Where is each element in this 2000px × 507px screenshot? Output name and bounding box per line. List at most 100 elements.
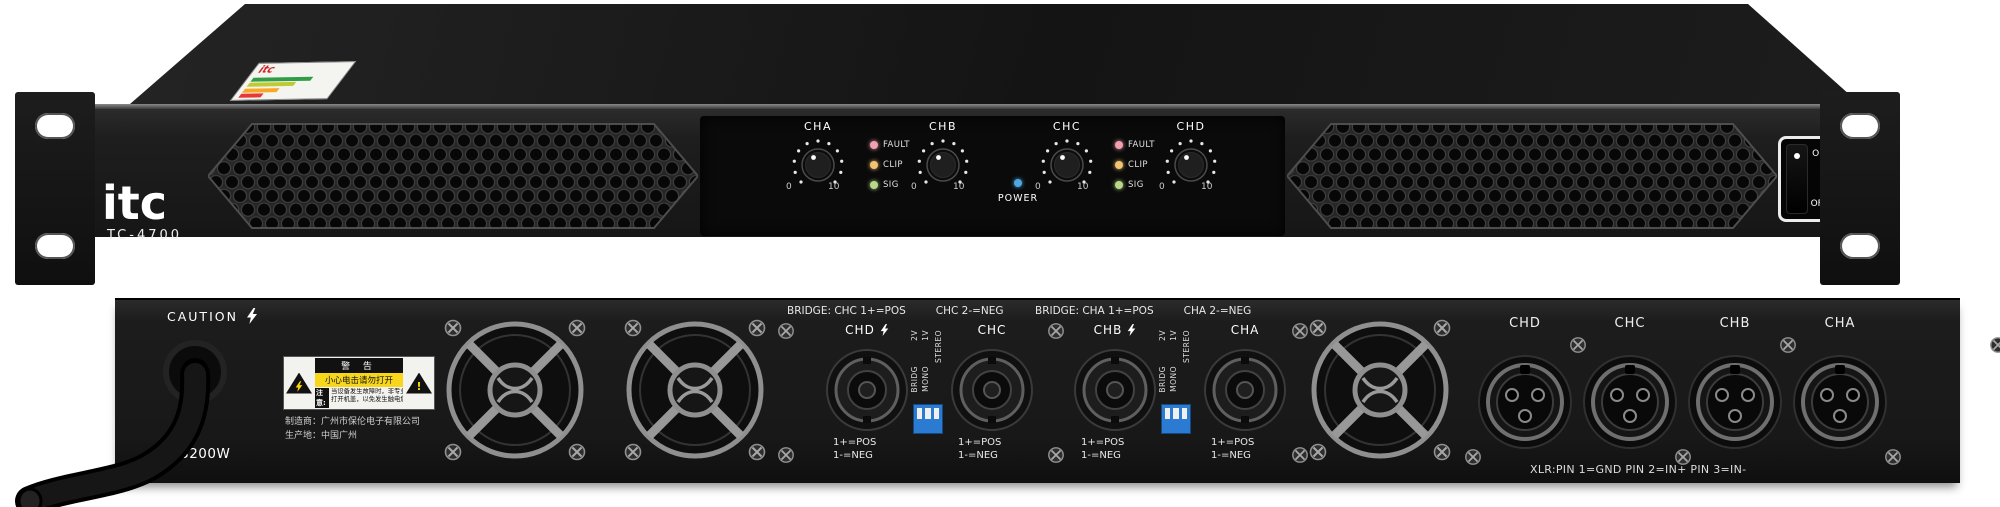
xlr-input-chb[interactable] bbox=[1685, 352, 1785, 452]
dip-label-1v: 1V bbox=[1169, 330, 1178, 341]
bridge-label-right: CHA 2-=NEG bbox=[1183, 305, 1252, 317]
fault-led-label: FAULT bbox=[1128, 140, 1155, 150]
knob-max-label: 10 bbox=[1077, 182, 1089, 192]
screw-icon bbox=[1569, 336, 1587, 354]
sig-led bbox=[1115, 181, 1123, 189]
speakon-output-cha[interactable] bbox=[1203, 348, 1287, 432]
chassis-top: itc bbox=[130, 4, 1860, 104]
dip-switch-group-2: 2V 1V STEREO BRIDG MONO bbox=[1157, 330, 1201, 440]
rack-mount-hole bbox=[35, 113, 75, 139]
polarity-label: 1+=POS 1-=NEG bbox=[958, 437, 1002, 461]
screw-icon bbox=[1291, 446, 1309, 464]
channel-label: CHB bbox=[929, 120, 957, 133]
dip-label-bridge: BRIDG bbox=[1158, 366, 1167, 393]
fault-led-row: FAULT bbox=[870, 135, 932, 155]
manufacturer-text: 制造商：广州市保伦电子有限公司 bbox=[285, 417, 421, 427]
polarity-label: 1+=POS 1-=NEG bbox=[833, 437, 877, 461]
clip-led bbox=[1115, 161, 1123, 169]
xlr-channel-label: CHC bbox=[1614, 316, 1646, 331]
speakon-channel-label-chc: CHC bbox=[977, 323, 1007, 337]
high-voltage-icon bbox=[1127, 324, 1136, 336]
rack-mount-hole bbox=[1840, 113, 1880, 139]
screw-icon bbox=[1047, 446, 1065, 464]
dip-label-stereo: STEREO bbox=[934, 330, 943, 363]
dip-label-stereo: STEREO bbox=[1182, 330, 1191, 363]
cooling-fan bbox=[435, 310, 595, 470]
channel-b-group: CHB 0 10 bbox=[903, 116, 983, 216]
rack-ear-left bbox=[15, 92, 95, 285]
knob-min-label: 0 bbox=[1035, 182, 1041, 192]
brand-logo: itc bbox=[102, 176, 168, 230]
caution-label: CAUTION bbox=[167, 308, 258, 324]
channel-d-group: CHD 0 10 bbox=[1151, 116, 1231, 216]
xlr-input-chc[interactable] bbox=[1580, 352, 1680, 452]
sig-led-row: SIG bbox=[870, 175, 932, 195]
screw-icon bbox=[1291, 322, 1309, 340]
bridge-label-left: BRIDGE: CHA 1+=POS bbox=[1035, 305, 1154, 317]
bridge-label-group-1: BRIDGE: CHC 1+=POS CHC 2-=NEG bbox=[787, 305, 1004, 317]
dip-switch[interactable] bbox=[913, 404, 943, 434]
control-panel: CHA 0 10 CHB 0 10 CHC 0 10 CHD 0 1 bbox=[700, 116, 1285, 236]
dip-label-bridge: BRIDG bbox=[910, 366, 919, 393]
xlr-input-cha[interactable] bbox=[1790, 352, 1890, 452]
speakon-channel-label-chb: CHB bbox=[1075, 323, 1155, 337]
fault-led bbox=[1115, 141, 1123, 149]
high-voltage-triangle-icon bbox=[286, 372, 312, 394]
warning-subtitle: 小心电击请勿打开 bbox=[315, 373, 403, 387]
screw-icon bbox=[1464, 448, 1482, 466]
power-rating-text: 0Hz 3200W bbox=[148, 446, 231, 462]
warning-sticker-body: 警 告 小心电击请勿打开 注意: 当设备发生故障时，非专业人员请勿 打开机盖，以… bbox=[315, 358, 403, 408]
channel-label: CHA bbox=[804, 120, 832, 133]
dip-switch[interactable] bbox=[1161, 404, 1191, 434]
rack-mount-hole bbox=[35, 233, 75, 259]
xlr-channel-label: CHD bbox=[1509, 316, 1541, 331]
fault-led-label: FAULT bbox=[883, 140, 910, 150]
power-label: POWER bbox=[997, 193, 1039, 204]
rack-ear-right bbox=[1820, 92, 1900, 285]
dip-label-1v: 1V bbox=[921, 330, 930, 341]
bridge-label-left: BRIDGE: CHC 1+=POS bbox=[787, 305, 906, 317]
cooling-fan bbox=[615, 310, 775, 470]
warning-sticker: 警 告 小心电击请勿打开 注意: 当设备发生故障时，非专业人员请勿 打开机盖，以… bbox=[283, 356, 435, 410]
cooling-fan bbox=[1300, 310, 1460, 470]
channel-a-group: CHA 0 10 bbox=[778, 116, 858, 216]
bridge-label-group-2: BRIDGE: CHA 1+=POS CHA 2-=NEG bbox=[1035, 305, 1251, 317]
knob-max-label: 10 bbox=[828, 182, 840, 192]
speakon-output-chd[interactable] bbox=[825, 348, 909, 432]
caution-text: CAUTION bbox=[167, 308, 238, 324]
power-indicator: POWER bbox=[986, 172, 1050, 204]
rocker-switch[interactable] bbox=[1786, 144, 1808, 214]
knob-min-label: 0 bbox=[786, 182, 792, 192]
right-vent-grille bbox=[1287, 123, 1777, 229]
warning-note-label: 注意: bbox=[315, 388, 330, 408]
led-column-right: FAULT CLIP SIG bbox=[1115, 135, 1177, 195]
switch-off-label: OFF bbox=[1811, 199, 1828, 209]
xlr-pin-note: XLR:PIN 1=GND PIN 2=IN+ PIN 3=IN- bbox=[1530, 463, 1747, 476]
clip-led-row: CLIP bbox=[870, 155, 932, 175]
rack-mount-hole bbox=[1840, 233, 1880, 259]
channel-c-group: CHC 0 10 bbox=[1027, 116, 1107, 216]
xlr-channel-label: CHB bbox=[1719, 316, 1751, 331]
rear-panel-view: CAUTION 警 告 小心电击请勿打开 注意: 当设备发生故障时，非专业人员请… bbox=[115, 298, 1960, 483]
gain-knob-cha[interactable] bbox=[783, 130, 853, 200]
warning-title: 警 告 bbox=[315, 358, 403, 373]
speakon-output-chc[interactable] bbox=[950, 348, 1034, 432]
screw-icon bbox=[1047, 322, 1065, 340]
channel-label: CHD bbox=[1176, 120, 1206, 133]
clip-led-label: CLIP bbox=[883, 160, 903, 170]
dip-switch-group-1: 2V 1V STEREO BRIDG MONO bbox=[909, 330, 953, 440]
polarity-label: 1+=POS 1-=NEG bbox=[1081, 437, 1125, 461]
energy-label-brand: itc bbox=[255, 64, 278, 76]
knob-min-label: 0 bbox=[911, 182, 917, 192]
fault-led bbox=[870, 141, 878, 149]
switch-on-label: ON bbox=[1812, 149, 1826, 159]
knob-max-label: 10 bbox=[953, 182, 965, 192]
xlr-input-chd[interactable] bbox=[1475, 352, 1575, 452]
warning-note: 注意: 当设备发生故障时，非专业人员请勿 打开机盖，以免发生触电危险 bbox=[315, 387, 403, 408]
speakon-output-chb[interactable] bbox=[1073, 348, 1157, 432]
front-face-top-edge bbox=[90, 104, 1835, 109]
polarity-label: 1+=POS 1-=NEG bbox=[1211, 437, 1255, 461]
left-vent-grille bbox=[208, 123, 698, 229]
screw-icon bbox=[1989, 336, 2000, 354]
